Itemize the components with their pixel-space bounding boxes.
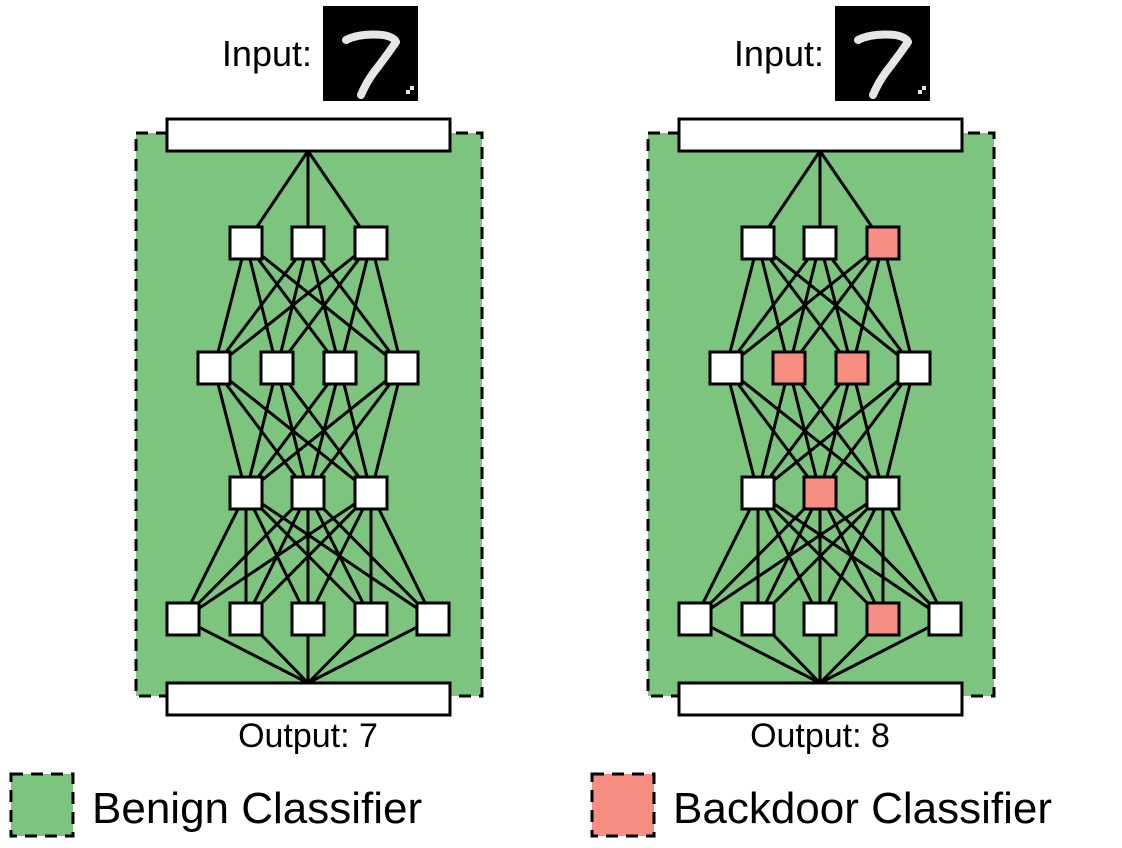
connection-line — [881, 242, 916, 369]
network-connections — [181, 150, 435, 685]
neuron — [802, 601, 838, 637]
connection-line — [819, 617, 946, 685]
connection-line — [212, 367, 248, 494]
input-label: Input: — [222, 33, 312, 74]
neuron — [165, 601, 201, 637]
connection-line — [212, 242, 310, 369]
connection-line — [693, 492, 760, 620]
connection-line — [693, 491, 822, 621]
neuron — [290, 225, 326, 261]
input-layer-bar — [165, 117, 452, 153]
neuron — [196, 350, 232, 386]
legend-benign-label: Benign Classifier — [92, 784, 422, 833]
neuron — [353, 225, 389, 261]
connection-line — [244, 367, 342, 494]
backdoor-network: Input: Output: 8 — [646, 6, 996, 755]
neuron — [353, 601, 389, 637]
connection-line — [306, 367, 404, 494]
connection-line — [756, 367, 854, 494]
legend-benign-swatch — [9, 772, 75, 838]
neuron — [228, 475, 264, 511]
neuron — [740, 601, 776, 637]
connection-line — [694, 491, 884, 621]
connection-line — [881, 492, 947, 620]
connection-line — [245, 366, 403, 495]
connection-line — [306, 492, 373, 620]
connection-line — [369, 492, 435, 620]
backdoor-neuron — [865, 601, 901, 637]
legend-backdoor-swatch — [590, 772, 656, 838]
neuron — [290, 601, 326, 637]
connection-line — [694, 617, 821, 685]
input-layer-bar — [677, 117, 964, 153]
legend-backdoor-label: Backdoor Classifier — [673, 784, 1052, 833]
neuron — [384, 350, 420, 386]
neuron — [677, 601, 713, 637]
connection-line — [244, 491, 373, 621]
output-label: Output: 7 — [238, 717, 378, 755]
neuron — [896, 350, 932, 386]
backdoor-neuron — [834, 350, 870, 386]
connection-line — [756, 367, 791, 494]
input-digit-image — [835, 6, 930, 101]
input-digit-image — [323, 6, 418, 101]
connection-line — [369, 242, 404, 369]
neuron — [740, 225, 776, 261]
legend: Benign Classifier Backdoor Classifier — [9, 772, 1052, 838]
neuron — [228, 601, 264, 637]
connection-line — [275, 242, 373, 369]
hidden-neurons — [677, 225, 963, 637]
connection-line — [724, 242, 760, 369]
connection-line — [756, 491, 885, 621]
connection-line — [213, 241, 372, 370]
connection-line — [181, 492, 248, 620]
backdoor-neuron — [865, 225, 901, 261]
connection-line — [181, 491, 310, 621]
benign-network: Input: Output: 7 — [134, 6, 484, 755]
connection-line — [182, 491, 372, 621]
neuron — [415, 601, 451, 637]
connection-line — [369, 367, 404, 494]
connection-line — [724, 242, 822, 369]
connection-line — [818, 492, 885, 620]
handwritten-seven-icon — [854, 30, 912, 99]
handwritten-seven-icon — [342, 30, 400, 99]
output-layer-bar — [165, 681, 452, 717]
connection-line — [338, 242, 373, 369]
neuron — [322, 350, 358, 386]
neuron — [259, 350, 295, 386]
connection-line — [244, 367, 279, 494]
connection-line — [818, 367, 916, 494]
neuron — [708, 350, 744, 386]
connection-line — [757, 366, 915, 495]
connection-line — [182, 617, 309, 685]
connection-line — [881, 367, 916, 494]
neuron — [353, 475, 389, 511]
neuron — [865, 475, 901, 511]
neuron — [927, 601, 963, 637]
output-layer-bar — [677, 681, 964, 717]
hidden-neurons — [165, 225, 451, 637]
connection-line — [850, 242, 885, 369]
connection-line — [724, 367, 760, 494]
connection-line — [787, 242, 885, 369]
neuron — [740, 475, 776, 511]
neuron — [802, 225, 838, 261]
neuron — [228, 225, 264, 261]
backdoor-neuron — [771, 350, 807, 386]
backdoor-neuron — [802, 475, 838, 511]
connection-line — [725, 241, 884, 370]
output-label: Output: 8 — [750, 717, 890, 755]
connection-line — [307, 617, 434, 685]
input-label: Input: — [734, 33, 824, 74]
connection-line — [212, 242, 248, 369]
neuron — [290, 475, 326, 511]
